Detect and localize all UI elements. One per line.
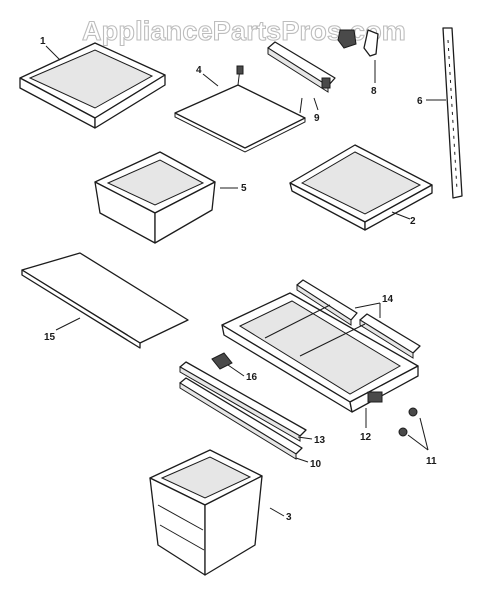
callout-12: 12 (360, 432, 372, 443)
callout-8: 8 (371, 86, 377, 97)
part-9-shelf-rail (267, 41, 336, 93)
callout-5: 5 (241, 183, 247, 194)
callout-16: 16 (246, 372, 258, 383)
callout-10: 10 (310, 459, 322, 470)
callout-6: 6 (417, 96, 423, 107)
part-13-rail (179, 361, 307, 442)
part-9-clip (337, 29, 357, 49)
part-14-rails (296, 279, 421, 359)
leader-lines (45, 45, 446, 517)
callout-2: 2 (410, 216, 416, 227)
part-4-wire-shelf (174, 65, 306, 153)
part-6-vertical-rail (442, 27, 463, 199)
part-15-crisper-cover (21, 252, 189, 349)
callout-13: 13 (314, 435, 326, 446)
part-2-glass-shelf (289, 144, 433, 231)
callout-3: 3 (286, 512, 292, 523)
callout-4: 4 (196, 65, 202, 76)
callout-14: 14 (382, 294, 394, 305)
part-1-glass-shelf (19, 42, 166, 129)
part-10-rail (179, 377, 303, 460)
part-16-bracket (211, 352, 233, 370)
callout-1: 1 (40, 36, 46, 47)
watermark: AppliancePartsPros.com (82, 16, 406, 46)
part-8-clip (363, 29, 379, 57)
callout-15: 15 (44, 332, 56, 343)
part-3-crisper-drawer (149, 449, 263, 576)
part-5-deli-drawer (94, 151, 216, 244)
callout-11: 11 (426, 456, 437, 467)
callout-9: 9 (314, 113, 320, 124)
part-11-screws (398, 407, 418, 437)
part-12-crisper-frame (221, 292, 419, 413)
